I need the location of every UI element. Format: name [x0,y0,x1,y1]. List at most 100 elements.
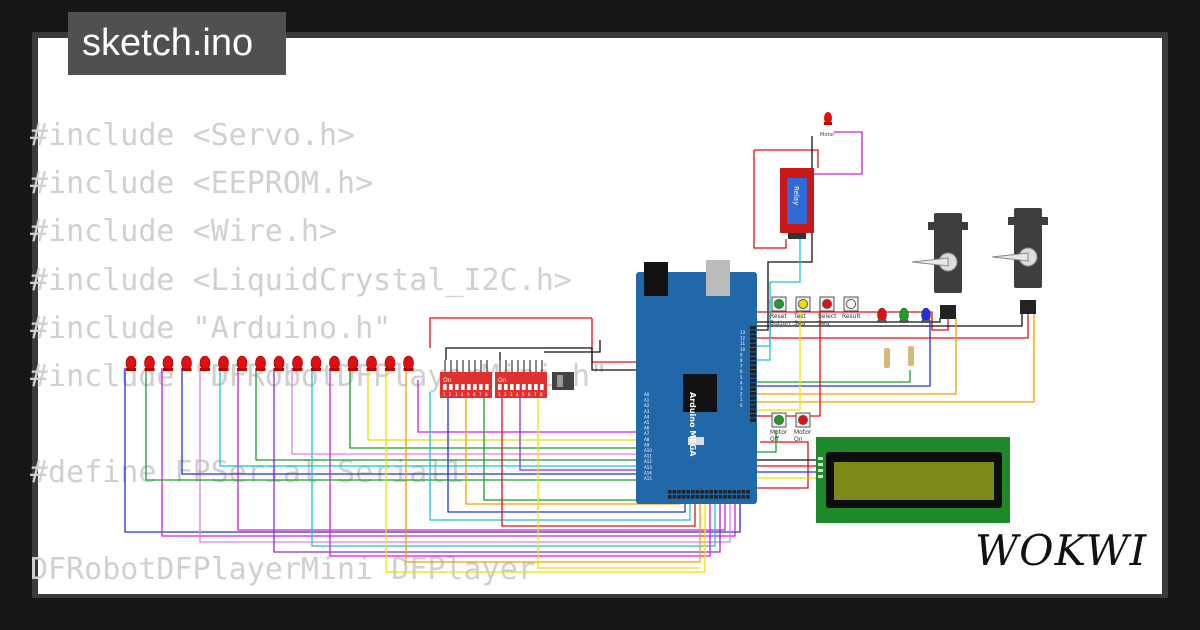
header-pin [750,326,756,330]
code-line: #include <EEPROM.h> [30,166,374,202]
header-pin [750,334,756,339]
header-pin [750,352,756,356]
wire [757,314,1023,327]
wire [255,368,636,461]
servo-motor-2[interactable] [991,208,1048,314]
dip-switch-number: 4 [461,392,464,397]
wire [311,368,716,547]
dip-switch-body [440,372,492,398]
header-pin [737,495,741,499]
row-led-base [144,368,155,371]
wire [445,347,544,360]
wire [161,368,736,537]
header-pin [750,370,756,374]
wire [591,318,637,363]
dip-switch-label: On [498,377,507,384]
dip-switch-number: 1 [498,392,501,397]
wire [757,314,1029,339]
wire [385,368,706,573]
board-name-label: Arduino MEGA [688,392,697,457]
row-led [384,355,396,371]
pin-label: 9 [740,352,743,357]
wire [537,392,700,569]
header-pin [704,495,709,499]
motor-button-label: Motor [770,429,788,436]
motor-led-label: Motor [820,132,835,138]
header-pin [750,361,756,365]
servo-motor-1[interactable] [911,213,968,319]
row-led [310,355,322,371]
row-led-base [163,368,173,371]
motor-button-label: On [794,436,803,443]
pin-label: 2 [740,392,743,397]
row-led-base [366,368,377,371]
row-led-base [218,368,229,371]
row-led-base [348,368,358,371]
pin-label: A14 [644,470,652,475]
dip-switch-toggle [455,384,459,390]
dip-switch-number: 3 [510,392,513,397]
header-pin [668,490,672,494]
dip-switch-toggle [461,384,465,390]
pin-label: A3 [644,409,650,414]
header-pin [750,396,756,400]
wire [405,368,701,563]
row-led [181,355,192,371]
wire [273,368,721,553]
relay-module[interactable]: Relay [780,168,814,239]
header-pin [750,405,756,409]
header-pin [718,490,723,494]
motor-button-label: Off [770,436,780,443]
header-pin [718,495,723,499]
header-pin [750,365,756,369]
row-led [218,355,229,371]
row-led [273,355,285,371]
pin-label: 0 [740,403,743,408]
pin-label: A13 [644,465,652,470]
header-pin [700,495,704,499]
pin-label: A11 [644,454,652,459]
pin-label: A6 [644,426,650,431]
dip-switch-number: 1 [443,392,446,397]
wire [429,392,691,521]
pin-label: 11 [740,341,746,346]
header-pin [750,356,756,361]
dip-switch-number: 6 [473,392,476,397]
file-name-tab[interactable]: sketch.ino [68,12,286,75]
dip-switch-body [495,372,547,398]
arduino-mega-board[interactable]: 131211109876543210A0A1A2A3A4A5A6A7A8A9A1… [636,260,757,504]
row-led [125,355,137,371]
header-pin [709,490,713,494]
header-pin [750,392,756,396]
header-pin [750,378,756,383]
wire [429,317,592,348]
header-pin [741,495,746,499]
dip-switch-toggle [504,384,508,390]
lcd-pin [818,457,823,460]
code-line: #include <Servo.h> [30,118,356,153]
dip-switch-toggle [485,384,489,390]
header-pin [714,495,718,499]
push-button-label: Seq [818,320,830,327]
lcd-pin [818,469,823,472]
wire [757,430,777,453]
push-button-label: Select [818,313,837,320]
header-pin [750,348,756,352]
header-pin [746,495,750,499]
pin-label: A1 [644,398,650,403]
pin-label: 4 [740,380,743,385]
row-led [144,355,155,371]
pin-label: A9 [644,442,650,447]
header-pin [695,495,700,499]
wire [329,368,711,557]
motor-led[interactable]: Motor [820,112,835,138]
slide-switch[interactable] [552,372,574,390]
row-led-base [181,368,192,371]
row-led-base [200,368,210,371]
lcd-display[interactable] [816,437,1010,523]
board-pin-labels: 131211109876543210A0A1A2A3A4A5A6A7A8A9A1… [644,330,746,481]
dip-switch-toggle [540,384,544,390]
status-led-base [899,320,909,323]
